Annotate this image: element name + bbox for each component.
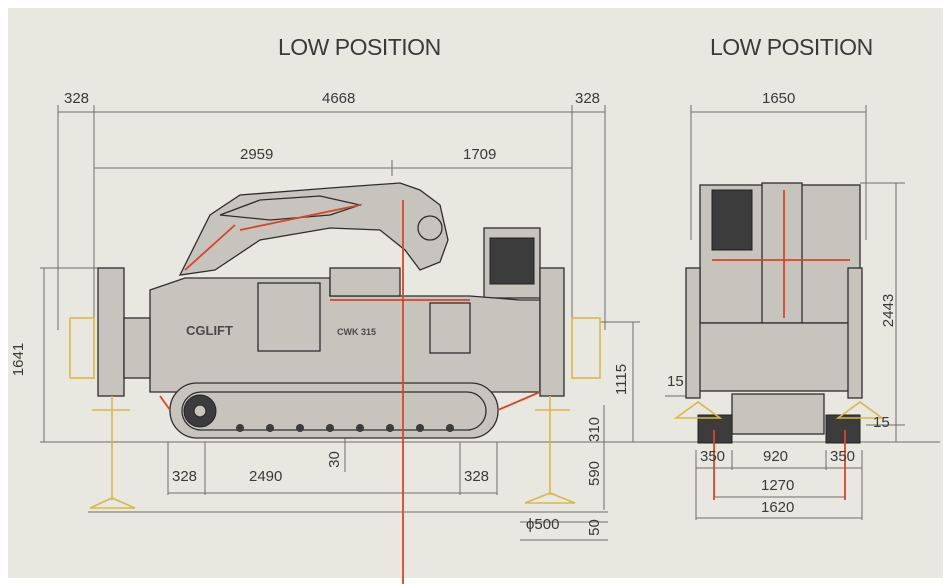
dim-front-track-gap: 920 (763, 448, 789, 465)
dim-front-overall-width: 1650 (762, 90, 796, 107)
dim-front-left-gap: 15 (667, 373, 684, 390)
side-view-machine (69, 182, 601, 509)
dim-ground-to-base: 310 (586, 416, 604, 443)
dim-outrigger-height: 1115 (613, 363, 631, 396)
dim-track-length: 2490 (249, 468, 283, 485)
dim-outrigger-left: 328 (64, 90, 90, 107)
dim-pad-diameter: ϕ500 (526, 516, 560, 533)
side-dimension-lines (40, 105, 640, 541)
front-view-title: LOW POSITION (710, 34, 873, 60)
dim-overall-width: 4668 (322, 90, 356, 107)
dim-ground-clearance: 30 (325, 451, 343, 468)
dim-front-total-width: 1620 (761, 499, 795, 516)
dim-pad-thickness: 50 (585, 519, 603, 536)
dim-track-pad-right: 328 (464, 468, 490, 485)
dim-outrigger-right: 328 (575, 90, 601, 107)
front-view-machine (673, 182, 885, 500)
dim-front-overall-height: 2443 (880, 293, 898, 328)
dim-leg-extension: 590 (586, 460, 604, 487)
model-label: CWK 315 (337, 327, 377, 337)
dim-front-track-span: 1270 (761, 477, 795, 494)
dim-front-section: 1709 (463, 146, 497, 163)
logo-label: CGLIFT (186, 323, 233, 338)
dim-front-track-right: 350 (830, 448, 856, 465)
dim-front-track-left: 350 (700, 448, 726, 465)
dim-track-pad-left: 328 (172, 468, 198, 485)
dim-front-right-gap: 15 (873, 414, 890, 431)
front-dimension-lines (665, 105, 905, 520)
dim-rear-section: 2959 (240, 146, 274, 163)
side-view-title: LOW POSITION (278, 34, 441, 60)
dim-height: 1641 (10, 342, 28, 377)
